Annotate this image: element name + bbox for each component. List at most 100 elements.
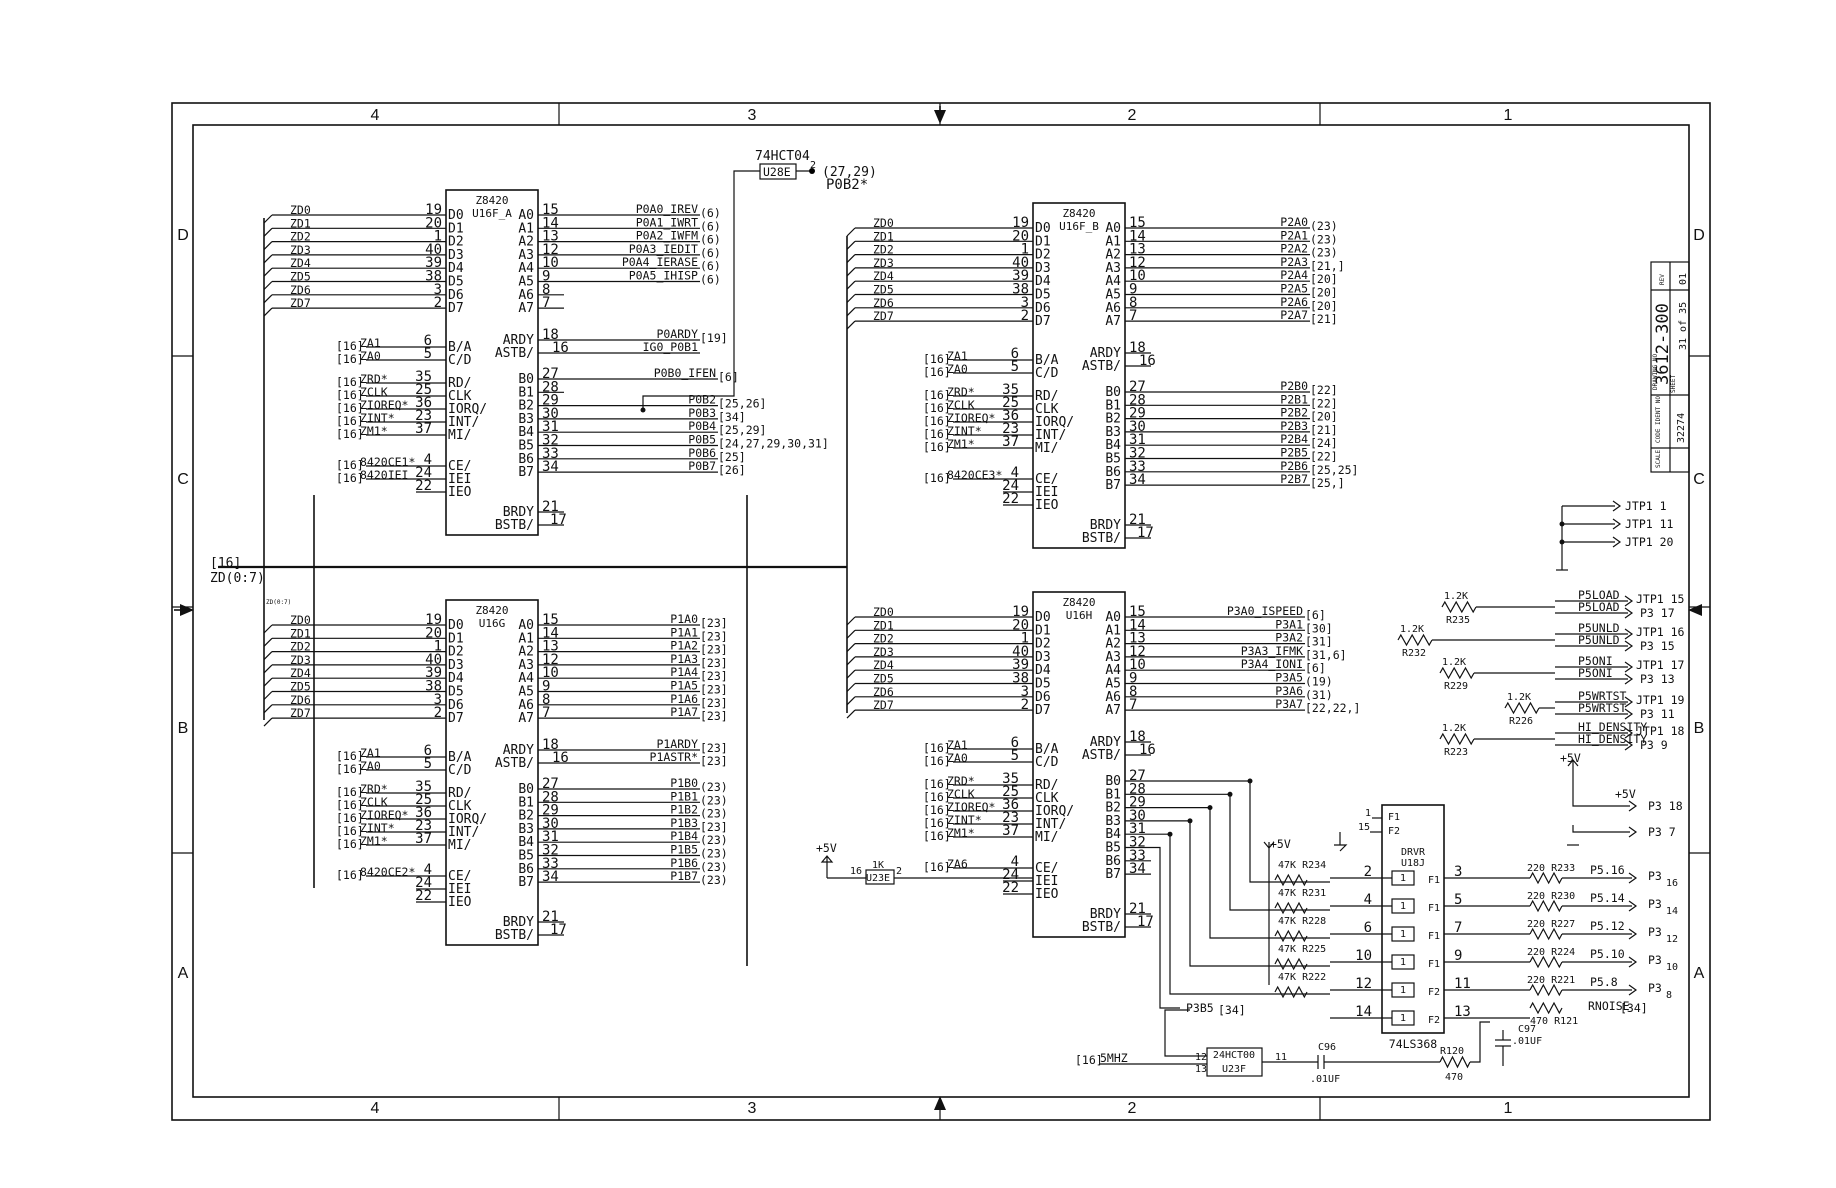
- a-net-ref: [31,6]: [1305, 648, 1347, 662]
- ctrl-sig: ZA1: [360, 746, 381, 760]
- a-pin-name: A7: [518, 711, 534, 726]
- ctrl-pin-name: RD/: [448, 786, 471, 801]
- data-pin-name: D7: [1035, 703, 1051, 718]
- data-net-label: ZD6: [873, 296, 894, 310]
- data-pin-name: D4: [448, 671, 464, 686]
- title-code-ident: 32274: [1676, 413, 1687, 443]
- a-net-label: P1A1: [670, 625, 698, 639]
- data-pin-num: 20: [425, 215, 442, 231]
- a-pin-name: A5: [518, 685, 534, 700]
- u18j-body: [1381, 804, 1445, 1034]
- a-net-label: P1A7: [670, 705, 698, 719]
- b-net-ref: [25,26]: [718, 397, 766, 411]
- ieo-pin-name: IEO: [1035, 498, 1059, 513]
- series-res-label: 220 R227: [1527, 919, 1575, 930]
- ardy-pin-name: ARDY: [1090, 735, 1121, 750]
- ctrl-sig: ZRD*: [360, 372, 388, 386]
- ctrl-ref: [16]: [923, 790, 951, 804]
- a-pin-num: 13: [542, 639, 559, 655]
- bus-entry: [846, 240, 856, 250]
- u23f-in1: 12: [1195, 1052, 1207, 1063]
- b-net-label: P2B2: [1280, 406, 1308, 420]
- u28e-part: 74HCT04: [755, 149, 810, 164]
- b-fanout-wire: [1151, 780, 1330, 883]
- title-sheet-label: SHEET: [1670, 375, 1677, 393]
- data-net-label: ZD2: [290, 640, 311, 654]
- pullup-symbol: [1274, 901, 1308, 915]
- b-pin-name: B6: [518, 452, 534, 467]
- data-pin-num: 39: [1012, 657, 1029, 673]
- jtp-label: JTP1 1: [1625, 499, 1667, 513]
- b5-net-label: P3B5: [1186, 1001, 1214, 1015]
- p3-conn-label: P3 17: [1640, 606, 1675, 620]
- ardy-pin-num: 18: [1129, 729, 1146, 745]
- a-net-label: P0A0_IREV: [636, 202, 698, 216]
- jtp-arrow: [1612, 536, 1622, 548]
- pullup-12k-symbol: [1441, 600, 1477, 614]
- b-pin-num: 34: [542, 459, 559, 475]
- data-net-label: ZD4: [290, 666, 311, 680]
- b-net-ref: [22]: [1310, 450, 1338, 464]
- b-net-label: P1B3: [670, 816, 698, 830]
- ctrl-pin-num: 36: [1002, 797, 1019, 813]
- b-pin-num: 33: [1129, 459, 1146, 475]
- data-pin-num: 2: [1021, 697, 1029, 713]
- a-pin-num: 7: [542, 295, 550, 311]
- b-pin-num: 29: [1129, 406, 1146, 422]
- ctrl-sig: ZCLK: [360, 795, 388, 809]
- title-sheet: 31 of 35: [1678, 302, 1689, 350]
- zone-right-A: A: [1694, 965, 1705, 982]
- a-net-ref: [20]: [1310, 272, 1338, 286]
- u18j-out-num: 7: [1454, 920, 1462, 936]
- brdy-pin-num: 21: [542, 909, 559, 925]
- series-res-symbol: [1529, 983, 1563, 997]
- bus-entry: [846, 227, 856, 237]
- jtp-label: JTP1 11: [1625, 517, 1674, 531]
- ctrl-ref: [16]: [923, 440, 951, 454]
- b-net-ref: [23]: [700, 820, 728, 834]
- chip-ref: U16G: [479, 617, 506, 630]
- ieo-pin-name: IEO: [1035, 887, 1059, 902]
- b-net-ref: (23): [700, 807, 728, 821]
- a-net-ref: (6): [700, 259, 721, 273]
- data-pin-num: 40: [425, 242, 442, 258]
- ctrl-sig: ZA0: [947, 362, 968, 376]
- data-pin-num: 38: [425, 679, 442, 695]
- p5-net-label: P5.12: [1590, 919, 1625, 933]
- b5-wire: [1151, 846, 1180, 1009]
- b-net-label: P1B2: [670, 803, 698, 817]
- b-net-ref: (23): [700, 793, 728, 807]
- a-net-ref: [23]: [700, 696, 728, 710]
- p3-arrow: [1624, 640, 1634, 652]
- ctrl-pin-num: 23: [1002, 421, 1019, 437]
- ctrl-pin-num: 35: [415, 779, 432, 795]
- iei-ref: [16]: [336, 471, 364, 485]
- a-pin-name: A3: [518, 658, 534, 673]
- a-net-label: P3A0_ISPEED: [1227, 604, 1303, 618]
- bus-entry: [846, 307, 856, 317]
- ieo-pin-name: IEO: [448, 895, 472, 910]
- rnoise-res-symbol: [1529, 1001, 1563, 1015]
- chip-body-u16f_a: [445, 189, 539, 536]
- data-net-label: ZD6: [873, 685, 894, 699]
- a-pin-name: A3: [1105, 650, 1121, 665]
- data-pin-name: D0: [448, 618, 464, 633]
- p3-net-label: P5LOAD: [1578, 600, 1620, 614]
- u23f-out-pin: 11: [1275, 1052, 1287, 1063]
- ctrl-pin-num: 5: [1011, 748, 1019, 764]
- chip-body-u16h: [1032, 591, 1126, 938]
- p3-pin: 14: [1666, 906, 1678, 917]
- a-net-ref: (23): [1310, 232, 1338, 246]
- a-net-label: P0A3_IEDIT: [629, 242, 698, 256]
- p3-arrow: [1628, 928, 1638, 940]
- u18j-buffer-label: 1: [1400, 929, 1406, 940]
- a-net-label: P1A6: [670, 692, 698, 706]
- b-net-ref: [22]: [1310, 396, 1338, 410]
- data-net-label: ZD7: [290, 296, 311, 310]
- c97-val: .01UF: [1512, 1036, 1542, 1047]
- zone-top-4: 4: [371, 107, 380, 124]
- jtp-arrow: [1612, 500, 1622, 512]
- bus-entry: [263, 294, 273, 304]
- data-pin-name: D4: [448, 261, 464, 276]
- ardy-net-ref: [19]: [700, 331, 728, 345]
